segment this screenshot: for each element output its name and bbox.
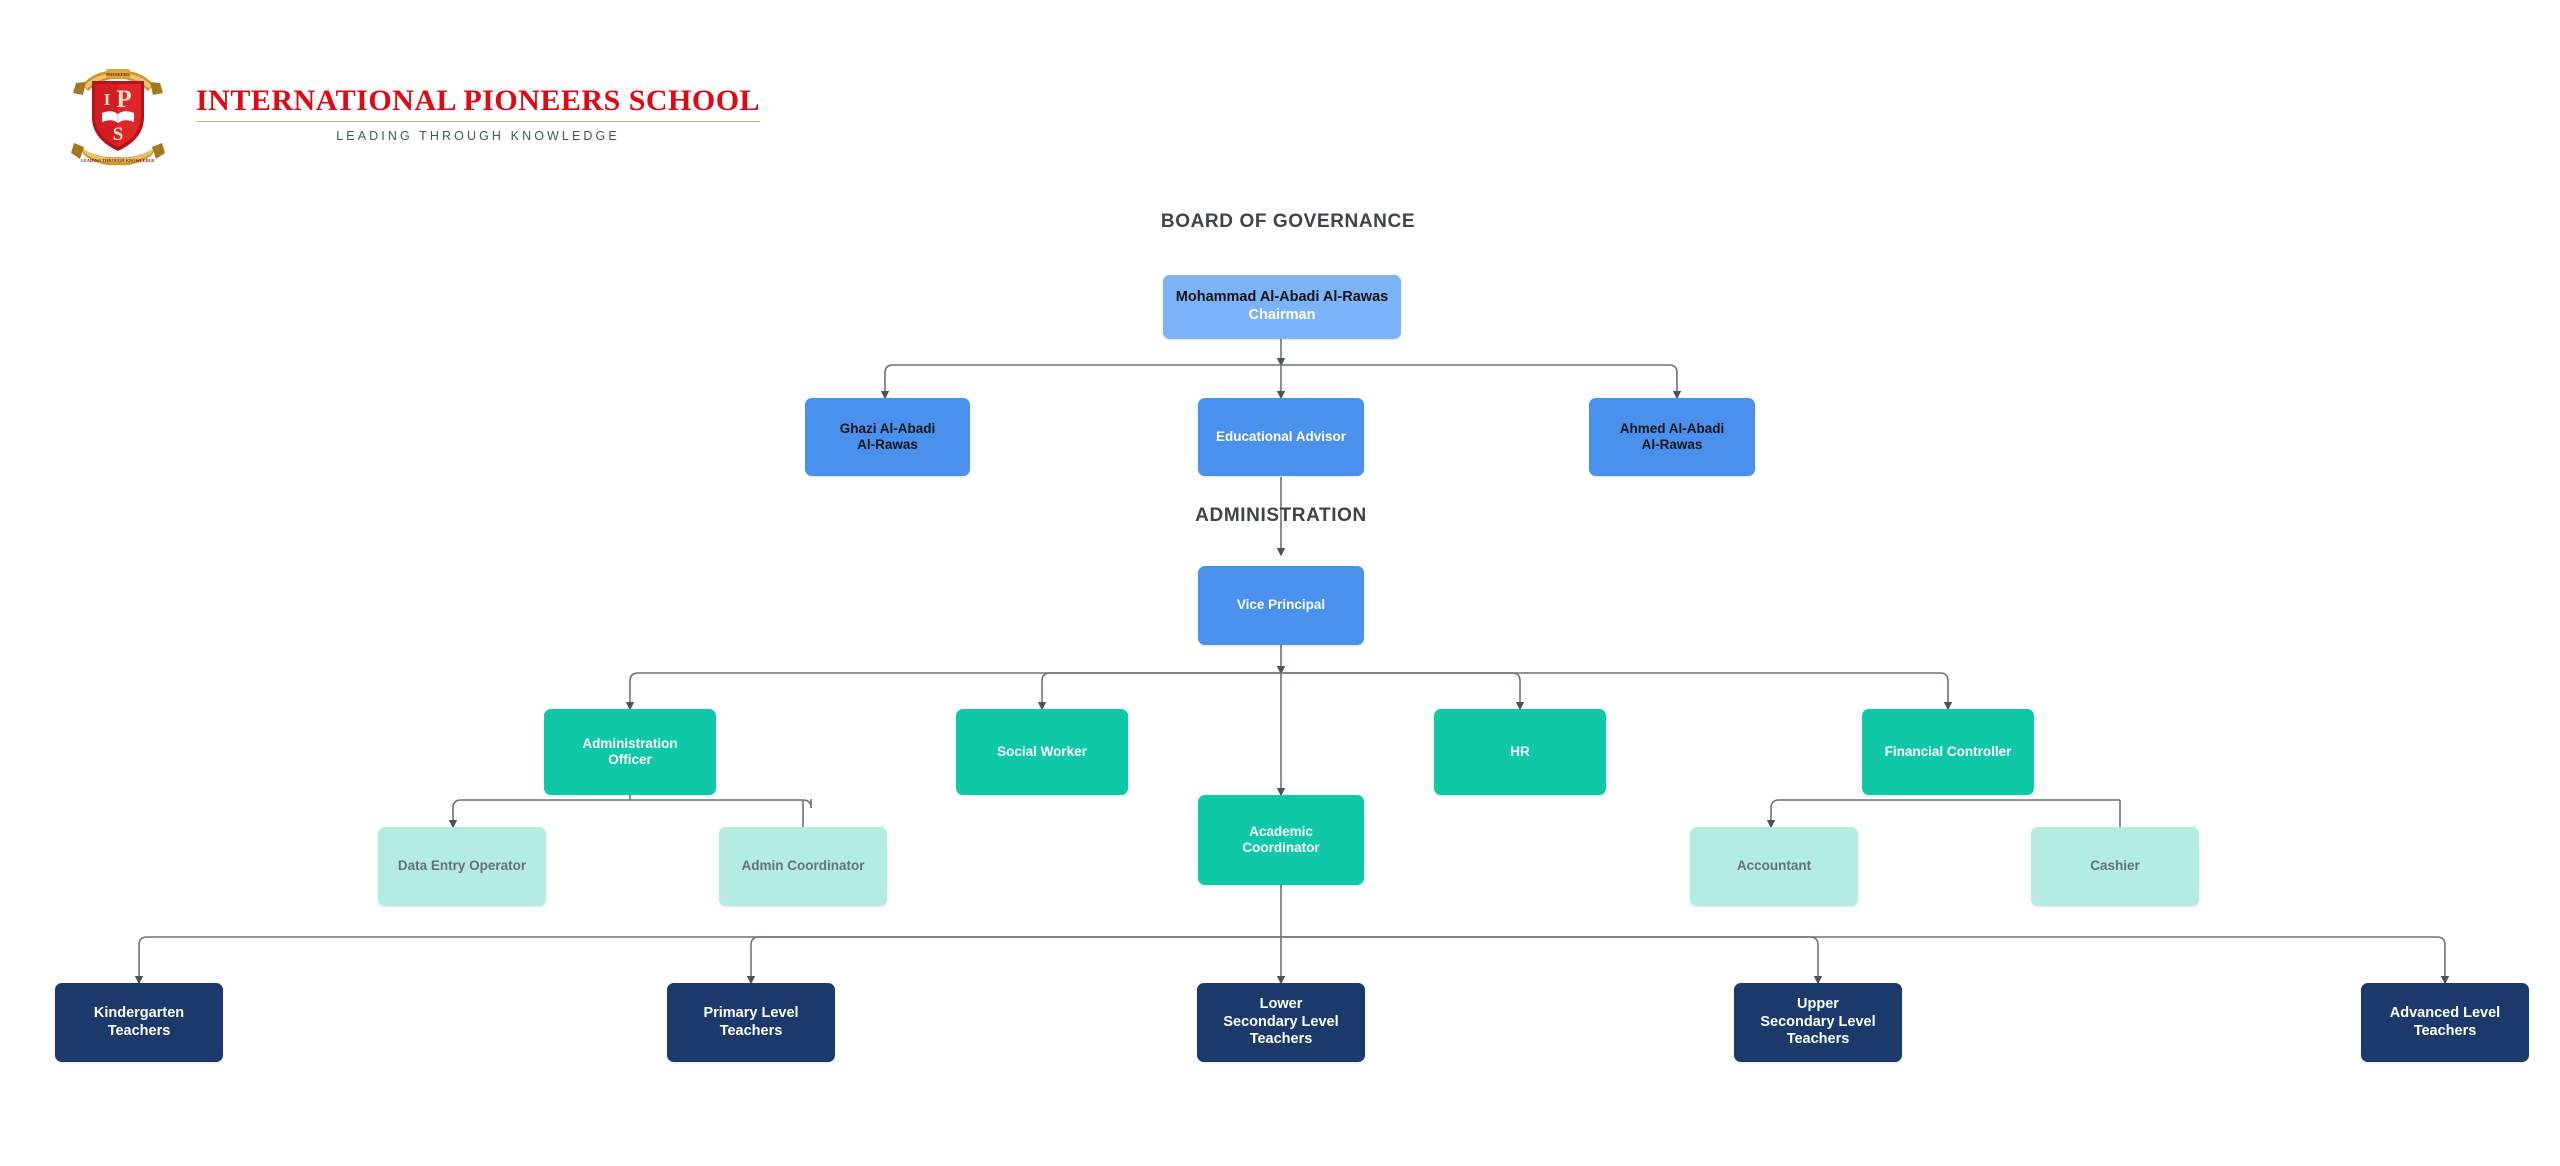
node-advanced-line-0: Advanced Level [2389,1004,2501,1021]
node-hr[interactable]: HR [1434,709,1606,795]
edge-chairman-ghazi [880,364,1281,400]
node-kindergarten-line-1: Teachers [107,1022,171,1039]
node-ahmed-line-0: Ahmed Al-Abadi [1619,420,1725,436]
edge-academic-kindergarten [134,936,1281,985]
node-financial-controller[interactable]: Financial Controller [1862,709,2034,795]
node-data-entry-operator[interactable]: Data Entry Operator [378,827,546,906]
edge-admin-officer-data-entry [448,799,630,829]
node-ghazi-line-1: Al-Rawas [857,437,918,452]
brand-header: PIONEERS I P S LEADING THROUGH KNOWLEDGE… [62,55,761,173]
node-hr-label: HR [1510,743,1530,759]
node-upper-secondary-level-teachers[interactable]: Upper Secondary Level Teachers [1734,983,1902,1062]
node-lower-secondary-level-teachers[interactable]: Lower Secondary Level Teachers [1197,983,1365,1062]
node-upper-secondary-line-1: Secondary Level [1760,1013,1876,1030]
node-social-worker[interactable]: Social Worker [956,709,1128,795]
node-advanced-line-1: Teachers [2413,1022,2477,1039]
node-data-entry-operator-label: Data Entry Operator [397,858,527,874]
svg-text:S: S [113,124,124,145]
node-vice-principal-label: Vice Principal [1236,597,1326,613]
wordmark: INTERNATIONAL PIONEERS SCHOOL LEADING TH… [196,83,761,144]
node-admin-coordinator-label: Admin Coordinator [741,858,865,874]
node-primary-level-teachers[interactable]: Primary Level Teachers [667,983,835,1062]
node-accountant[interactable]: Accountant [1690,827,1858,906]
node-ahmed-al-abadi-al-rawas[interactable]: Ahmed Al-Abadi Al-Rawas [1589,398,1755,476]
node-chairman-line-0: Mohammad Al-Abadi Al-Rawas [1175,289,1389,306]
node-chairman-line-1: Chairman [1248,307,1316,323]
node-ghazi-line-0: Ghazi Al-Abadi [839,420,936,436]
section-heading-administration: ADMINISTRATION [1195,505,1367,526]
node-lower-secondary-line-1: Secondary Level [1223,1013,1339,1030]
node-educational-advisor-label: Educational Advisor [1215,428,1347,444]
node-kindergarten-line-0: Kindergarten [93,1004,185,1021]
node-accountant-label: Accountant [1736,858,1812,874]
node-admin-coordinator[interactable]: Admin Coordinator [719,827,887,906]
node-upper-secondary-line-0: Upper [1797,995,1839,1012]
node-primary-line-1: Teachers [719,1022,783,1039]
node-upper-secondary-line-2: Teachers [1786,1031,1850,1048]
node-academic-coordinator-line-0: Academic [1249,823,1313,839]
edge-chairman-ahmed [1281,364,1682,400]
svg-text:PIONEERS: PIONEERS [106,72,130,77]
edge-vp-social-worker [1037,672,1281,711]
edge-academic-advanced [1281,936,2450,985]
svg-text:P: P [116,86,131,113]
node-vice-principal[interactable]: Vice Principal [1198,566,1364,645]
edge-financial-accountant [1766,799,1948,829]
svg-text:LEADING THROUGH KNOWLEDGE: LEADING THROUGH KNOWLEDGE [81,158,155,163]
node-educational-advisor[interactable]: Educational Advisor [1198,398,1364,476]
brand-tagline: LEADING THROUGH KNOWLEDGE [336,129,620,144]
node-admin-officer-line-1: Officer [608,752,652,767]
edge-vp-admin-officer [625,672,1281,711]
node-ghazi-al-abadi-al-rawas[interactable]: Ghazi Al-Abadi Al-Rawas [805,398,970,476]
node-administration-officer[interactable]: Administration Officer [544,709,716,795]
school-name: INTERNATIONAL PIONEERS SCHOOL [196,83,761,117]
edge-admin-officer-bus [629,795,812,809]
node-social-worker-label: Social Worker [997,743,1087,759]
edge-vp-hr [1281,672,1525,711]
node-financial-controller-label: Financial Controller [1884,743,2012,759]
node-chairman[interactable]: Mohammad Al-Abadi Al-Rawas Chairman [1163,275,1401,339]
node-ahmed-line-1: Al-Rawas [1641,437,1703,452]
node-cashier[interactable]: Cashier [2031,827,2199,906]
shield-crest-icon: PIONEERS I P S LEADING THROUGH KNOWLEDGE [71,69,165,166]
node-lower-secondary-line-2: Teachers [1249,1031,1313,1048]
node-academic-coordinator-line-1: Coordinator [1242,840,1320,855]
edge-academic-upper-secondary [1281,936,1823,985]
node-primary-line-0: Primary Level [703,1004,799,1021]
svg-text:I: I [104,90,111,109]
edge-academic-primary [746,936,1281,985]
node-cashier-label: Cashier [2090,858,2140,874]
edge-vp-financial-controller [1281,672,1953,711]
wordmark-divider [196,121,761,123]
node-kindergarten-teachers[interactable]: Kindergarten Teachers [55,983,223,1062]
section-heading-board: BOARD OF GOVERNANCE [1160,211,1416,232]
node-lower-secondary-line-0: Lower [1259,995,1303,1012]
node-academic-coordinator[interactable]: Academic Coordinator [1198,795,1364,885]
node-advanced-level-teachers[interactable]: Advanced Level Teachers [2361,983,2529,1062]
node-admin-officer-line-0: Administration [582,735,678,751]
